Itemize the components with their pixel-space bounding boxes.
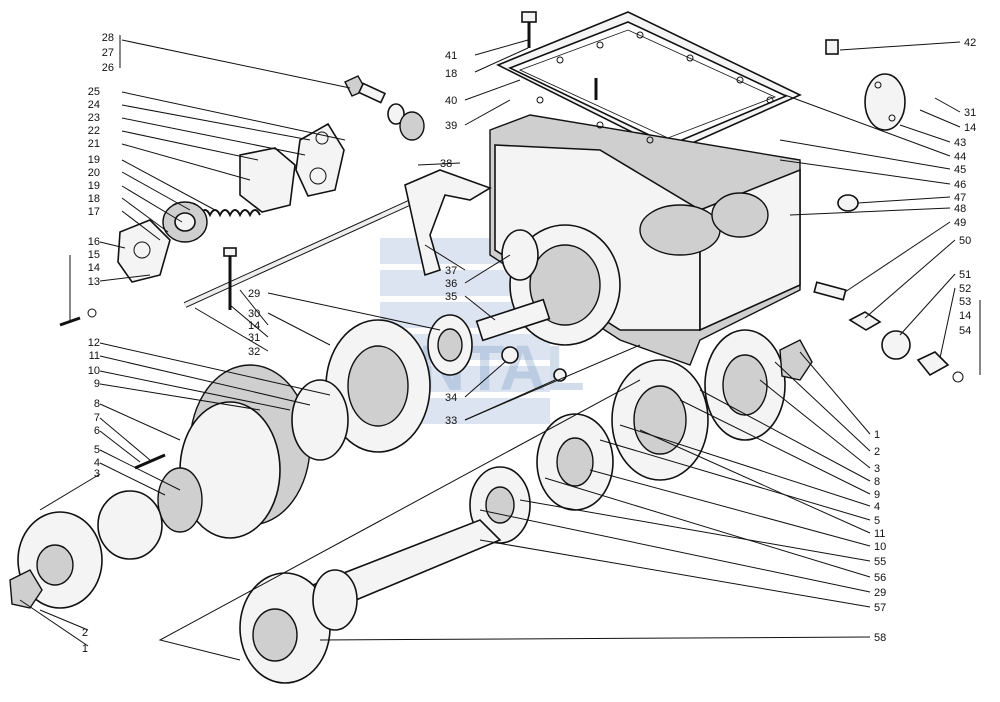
callout-19a: 19 [88, 154, 100, 166]
callout-10-right: 10 [874, 541, 886, 553]
callout-11-left: 11 [89, 350, 100, 362]
callout-4-right: 4 [874, 501, 880, 513]
callout-34: 34 [445, 392, 457, 404]
callout-3-left: 3 [94, 468, 100, 480]
callout-46: 46 [954, 179, 966, 191]
callout-8-right: 8 [874, 476, 880, 488]
callout-29-mid: 29 [248, 288, 260, 300]
callout-14-left: 14 [88, 262, 100, 274]
callout-14-right-b: 14 [959, 310, 971, 322]
callout-15: 15 [88, 249, 100, 261]
callout-40: 40 [445, 95, 457, 107]
callout-12: 12 [88, 337, 100, 349]
callout-20: 20 [88, 167, 100, 179]
callout-25: 25 [88, 86, 100, 98]
callout-2-right: 2 [874, 446, 880, 458]
callout-53: 53 [959, 296, 971, 308]
callout-54: 54 [959, 325, 971, 337]
callout-26: 26 [102, 62, 114, 74]
callout-47: 47 [954, 192, 966, 204]
callout-45: 45 [954, 164, 966, 176]
callout-21: 21 [88, 138, 100, 150]
callout-57: 57 [874, 602, 886, 614]
shift-mechanism [59, 75, 492, 327]
callout-31-mid: 31 [248, 332, 260, 344]
callout-41: 41 [445, 50, 457, 62]
callout-58: 58 [874, 632, 886, 644]
callout-27: 27 [102, 47, 114, 59]
callout-23: 23 [88, 112, 100, 124]
callout-8-left: 8 [94, 398, 100, 410]
callout-24: 24 [88, 99, 100, 111]
callout-labels-right: 42 31 14 43 44 45 46 47 48 49 50 51 52 5… [874, 37, 976, 644]
callout-16: 16 [88, 236, 100, 248]
callout-50: 50 [959, 235, 971, 247]
callout-51: 51 [959, 269, 971, 281]
callout-30: 30 [248, 308, 260, 320]
callout-labels-left: 28 27 26 25 24 23 22 21 19 20 19 18 17 1… [82, 32, 114, 655]
callout-32: 32 [248, 346, 260, 358]
callout-4-left: 4 [94, 457, 100, 469]
callout-19b: 19 [88, 180, 100, 192]
callout-18-mid: 18 [445, 68, 457, 80]
callout-labels-middle: 41 18 40 39 38 37 36 35 29 30 14 31 32 3… [248, 50, 457, 427]
callout-1-left: 1 [82, 643, 88, 655]
callout-1-right: 1 [874, 429, 880, 441]
callout-33: 33 [445, 415, 457, 427]
callout-6: 6 [94, 425, 100, 437]
callout-43: 43 [954, 137, 966, 149]
callout-9-left: 9 [94, 378, 100, 390]
callout-22: 22 [88, 125, 100, 137]
callout-48: 48 [954, 203, 966, 215]
callout-9-right: 9 [874, 489, 880, 501]
callout-52: 52 [959, 283, 971, 295]
callout-18-left: 18 [88, 193, 100, 205]
callout-7: 7 [94, 412, 100, 424]
callout-3-right: 3 [874, 463, 880, 475]
callout-14-right-a: 14 [964, 122, 976, 134]
callout-14-mid: 14 [248, 320, 260, 332]
callout-5-left: 5 [94, 444, 100, 456]
leader-lines [19, 35, 981, 661]
callout-42: 42 [964, 37, 976, 49]
callout-39: 39 [445, 120, 457, 132]
callout-55: 55 [874, 556, 886, 568]
callout-29-right: 29 [874, 587, 886, 599]
callout-17: 17 [88, 206, 100, 218]
gearbox-housing [489, 11, 802, 366]
callout-10-left: 10 [88, 365, 100, 377]
callout-35: 35 [445, 291, 457, 303]
callout-13: 13 [88, 276, 100, 288]
callout-38: 38 [440, 158, 452, 170]
callout-44: 44 [954, 151, 966, 163]
callout-36: 36 [445, 278, 457, 290]
callout-2-left: 2 [82, 627, 88, 639]
callout-31-right: 31 [964, 107, 976, 119]
callout-5-right: 5 [874, 515, 880, 527]
callout-37: 37 [445, 265, 457, 277]
callout-56: 56 [874, 572, 886, 584]
callout-49: 49 [954, 217, 966, 229]
left-shaft-assembly [9, 364, 349, 609]
callout-28: 28 [102, 32, 114, 44]
callout-11-right: 11 [874, 528, 885, 540]
